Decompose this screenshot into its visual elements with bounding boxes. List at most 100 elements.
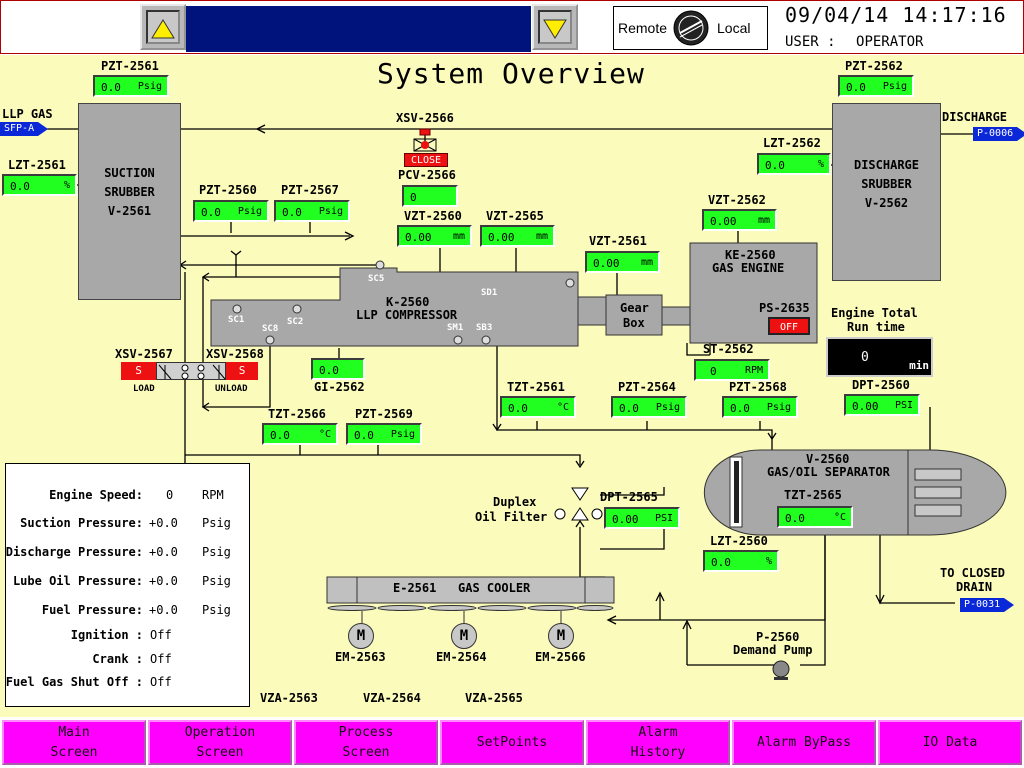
- gi2562-tag: GI-2562: [314, 380, 365, 394]
- sfp-a-flag[interactable]: SFP-A: [0, 122, 49, 136]
- engine-runtime-value: 0: [861, 350, 869, 365]
- suction-scrubber[interactable]: SUCTION SRUBBER V-2561: [78, 103, 181, 300]
- drain-label: DRAIN: [956, 580, 993, 594]
- xsv2566-state[interactable]: CLOSE: [404, 153, 448, 167]
- separator-tag: V-2560: [806, 452, 850, 466]
- pzt2560-tag: PZT-2560: [199, 183, 257, 197]
- tzt2565-display[interactable]: 0.0°C: [777, 506, 853, 528]
- vza2564-label: VZA-2564: [363, 691, 421, 705]
- switch-sc8: SC8: [262, 324, 279, 334]
- discharge-scrubber-line3: V-2562: [864, 196, 909, 210]
- pzt2562-tag: PZT-2562: [845, 59, 903, 73]
- compressor-tag: K-2560: [386, 295, 430, 309]
- to-closed-label: TO CLOSED: [940, 566, 1006, 580]
- discharge-scrubber[interactable]: DISCHARGE SRUBBER V-2562: [832, 103, 941, 281]
- unload-label: UNLOAD: [215, 384, 248, 394]
- motor-em2563-label: EM-2563: [335, 650, 386, 664]
- selector-knob-icon[interactable]: [672, 9, 710, 47]
- lzt2562-tag: LZT-2562: [763, 136, 821, 150]
- vzt2562-tag: VZT-2562: [708, 193, 766, 207]
- unload-solenoid-s[interactable]: S: [226, 362, 258, 380]
- pcv2566-tag: PCV-2566: [398, 168, 456, 182]
- triangle-up-icon: [151, 19, 175, 39]
- datetime-display: 09/04/14 14:17:16: [785, 3, 1007, 27]
- st2562-tag: ST-2562: [703, 342, 754, 356]
- suction-scrubber-line1: SUCTION: [104, 166, 155, 180]
- unloader-valve[interactable]: [156, 362, 226, 380]
- engine-runtime-display[interactable]: 0 min: [826, 337, 933, 377]
- motor-em2564-icon[interactable]: M: [451, 623, 477, 649]
- gearbox-line2: Box: [623, 316, 645, 330]
- gi2562-display[interactable]: 0.0: [311, 358, 365, 380]
- user-info: USER : OPERATOR: [785, 34, 923, 50]
- xsv2567-tag: XSV-2567: [115, 347, 173, 361]
- remote-local-selector[interactable]: Remote Local: [613, 6, 768, 50]
- engine-name: GAS ENGINE: [712, 261, 785, 275]
- scroll-down-button[interactable]: [532, 4, 578, 50]
- compressor-name: LLP COMPRESSOR: [356, 308, 458, 322]
- motor-em2566-icon[interactable]: M: [548, 623, 574, 649]
- pzt2561-tag: PZT-2561: [101, 59, 159, 73]
- page-title: System Overview: [377, 57, 645, 90]
- scroll-up-button[interactable]: [140, 4, 186, 50]
- nav-setpoints-button[interactable]: SetPoints: [440, 720, 584, 765]
- status-panel: Engine Speed: 0 RPM Suction Pressure: +0…: [5, 463, 250, 707]
- nav-io-data-button[interactable]: IO Data: [878, 720, 1022, 765]
- tzt2566-display[interactable]: 0.0°C: [262, 423, 338, 445]
- xsv2568-tag: XSV-2568: [206, 347, 264, 361]
- engine-runtime-unit: min: [909, 359, 929, 372]
- lzt2560-display[interactable]: 0.0%: [703, 550, 779, 572]
- duplex-filter-label2: Oil Filter: [475, 510, 548, 524]
- pcv2566-display[interactable]: 0: [402, 185, 458, 207]
- local-label: Local: [717, 20, 751, 36]
- screen-title-strip: [186, 6, 531, 52]
- top-bar: Remote Local 09/04/14 14:17:16 USER : OP…: [0, 0, 1024, 54]
- load-solenoid-s[interactable]: S: [121, 362, 156, 380]
- vzt2560-tag: VZT-2560: [404, 209, 462, 223]
- dpt2565-tag: DPT-2565: [600, 490, 658, 504]
- nav-alarm-bypass-button[interactable]: Alarm ByPass: [732, 720, 876, 765]
- tzt2561-display[interactable]: 0.0°C: [500, 396, 576, 418]
- switch-sd1: SD1: [481, 288, 498, 298]
- gearbox-line1: Gear: [620, 301, 649, 315]
- pzt2568-tag: PZT-2568: [729, 380, 787, 394]
- motor-em2563-icon[interactable]: M: [348, 623, 374, 649]
- vza2563-label: VZA-2563: [260, 691, 318, 705]
- ps2635-state[interactable]: OFF: [768, 317, 810, 335]
- p0031-flag[interactable]: P-0031: [960, 598, 1015, 612]
- p0006-flag[interactable]: P-0006: [973, 127, 1024, 141]
- lzt2562-display[interactable]: 0.0%: [757, 153, 831, 175]
- discharge-scrubber-line1: DISCHARGE: [853, 158, 920, 172]
- lzt2561-display[interactable]: 0.0%: [2, 174, 77, 196]
- switch-sb3: SB3: [476, 323, 493, 333]
- suction-scrubber-line2: SRUBBER: [104, 185, 155, 199]
- pzt2567-tag: PZT-2567: [281, 183, 339, 197]
- dpt2560-tag: DPT-2560: [852, 378, 910, 392]
- remote-label: Remote: [618, 20, 668, 36]
- vza2565-label: VZA-2565: [465, 691, 523, 705]
- vzt2561-tag: VZT-2561: [589, 234, 647, 248]
- lzt2560-tag: LZT-2560: [710, 534, 768, 548]
- tzt2561-tag: TZT-2561: [507, 380, 565, 394]
- discharge-label: DISCHARGE: [942, 110, 1008, 124]
- pzt2564-tag: PZT-2564: [618, 380, 676, 394]
